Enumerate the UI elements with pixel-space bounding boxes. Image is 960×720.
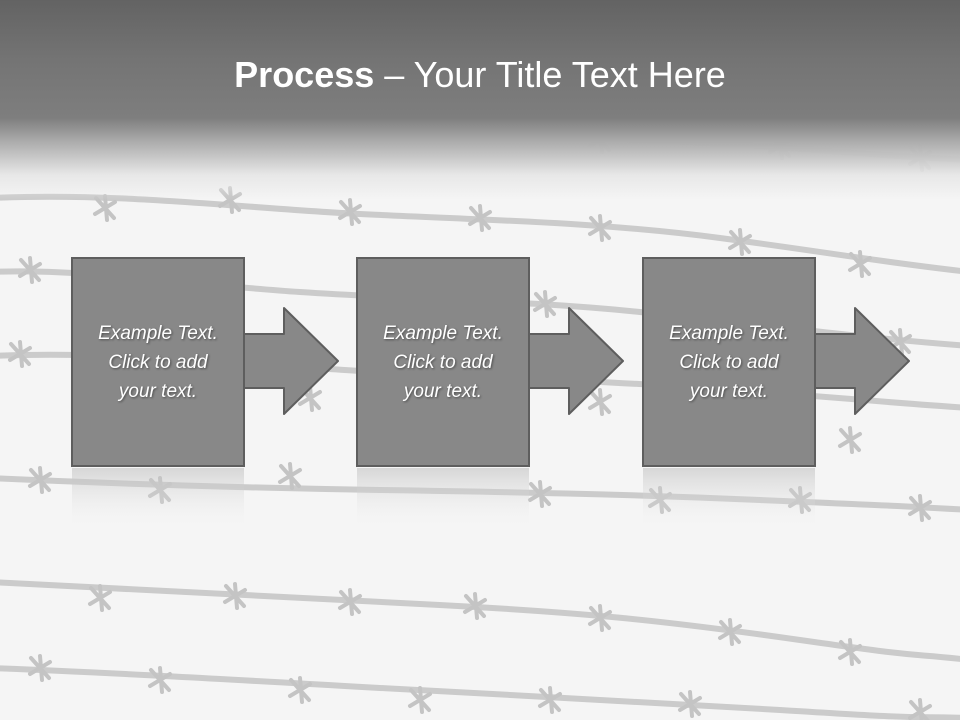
process-step-1-text[interactable]: Example Text. Click to add your text. xyxy=(98,322,218,402)
slide-title[interactable]: Process – Your Title Text Here xyxy=(0,52,960,98)
process-step-2-shape[interactable] xyxy=(356,257,624,530)
process-step-2-text[interactable]: Example Text. Click to add your text. xyxy=(383,322,503,402)
process-step-3-shape[interactable] xyxy=(642,257,910,530)
title-bold-part: Process xyxy=(234,54,375,95)
process-step-1-shape[interactable] xyxy=(71,257,339,530)
title-band xyxy=(0,0,960,200)
process-step-3-text[interactable]: Example Text. Click to add your text. xyxy=(669,322,789,402)
title-rest-part: – Your Title Text Here xyxy=(374,54,726,95)
